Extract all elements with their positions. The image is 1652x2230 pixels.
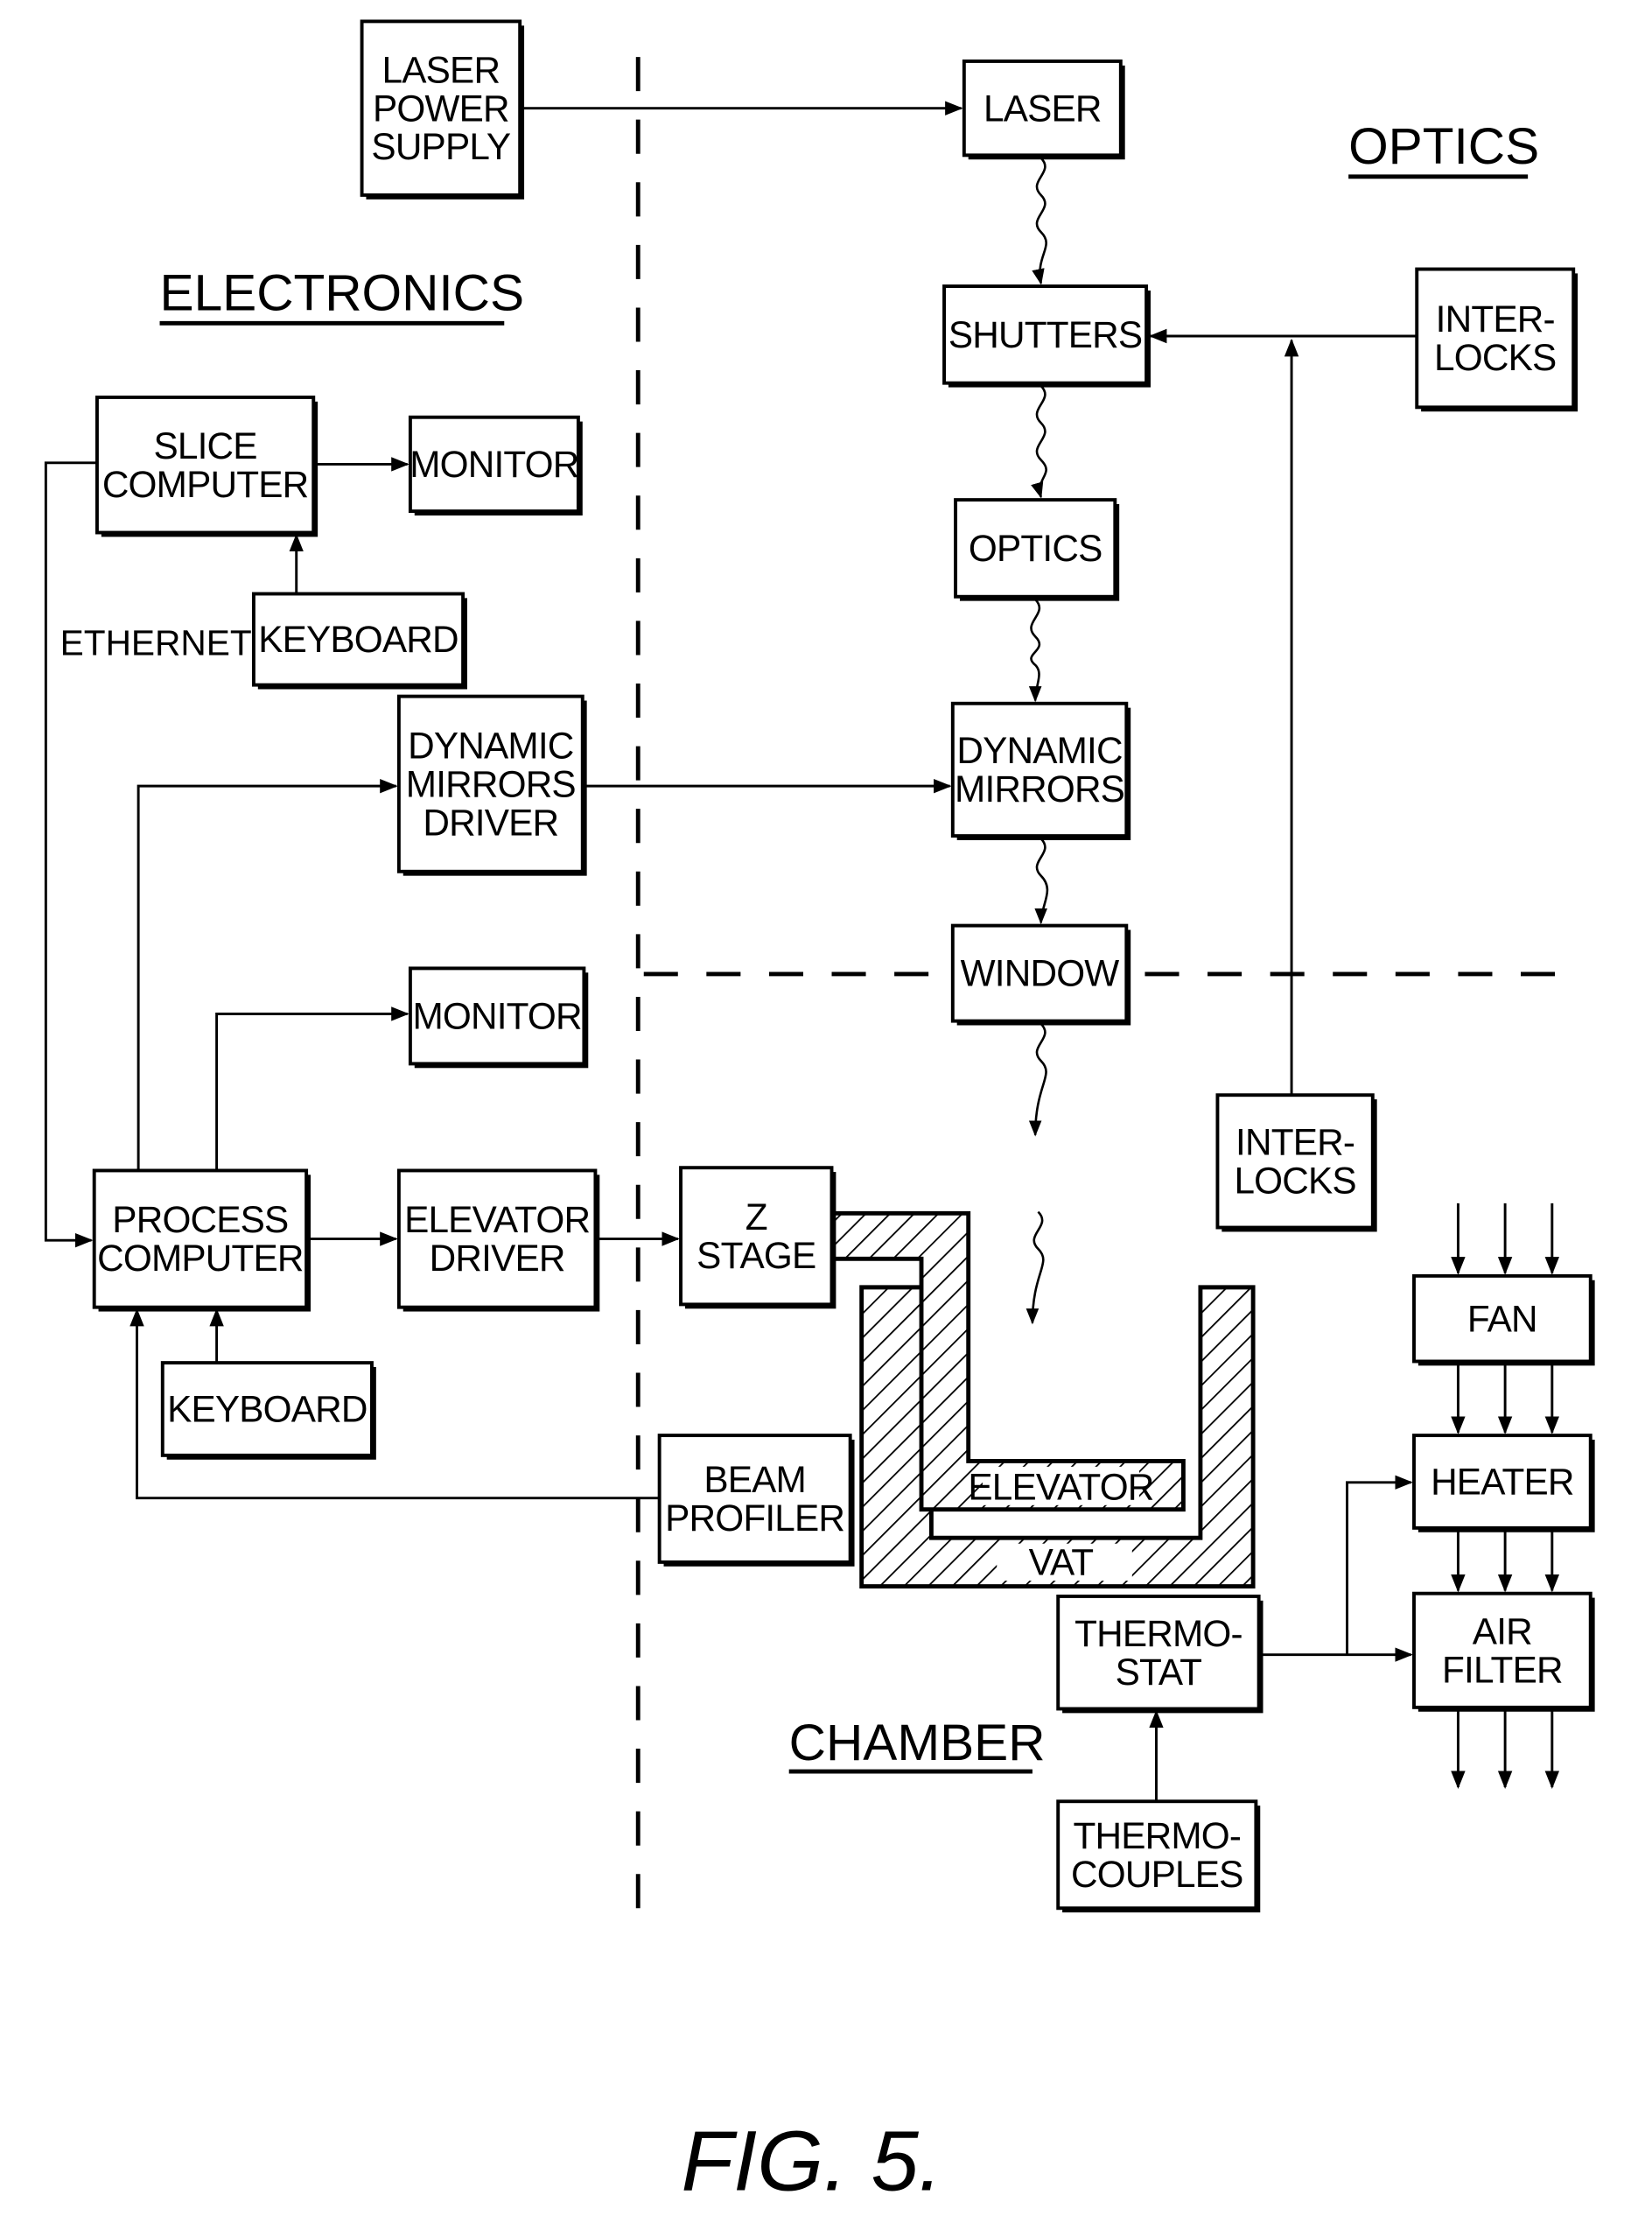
block-label: DRIVER <box>423 802 558 843</box>
block-thermostat: THERMO-STAT <box>1058 1596 1263 1713</box>
beam-optics-to-mirrors <box>1031 600 1039 701</box>
block-label: AIR <box>1473 1610 1532 1651</box>
block-elevator-driver: ELEVATORDRIVER <box>399 1170 599 1311</box>
block-label: Z <box>746 1196 767 1238</box>
block-label: PROCESS <box>112 1199 288 1240</box>
region-title-optics: OPTICS <box>1348 118 1539 177</box>
block-label: KEYBOARD <box>258 619 458 660</box>
block-beam-profiler: BEAMPROFILER <box>660 1435 855 1567</box>
block-process-computer: PROCESSCOMPUTER <box>94 1170 311 1311</box>
airflow-out-of-filter <box>1458 1710 1551 1787</box>
block-label: LASER <box>382 49 500 90</box>
block-monitor-slice: MONITOR <box>410 417 583 515</box>
block-label: DYNAMIC <box>408 725 573 766</box>
svg-text:OPTICS: OPTICS <box>1348 118 1539 175</box>
block-label: SHUTTERS <box>948 314 1142 355</box>
block-interlocks-bottom: INTER-LOCKS <box>1217 1095 1376 1231</box>
ethernet-label: ETHERNET <box>60 622 252 663</box>
block-label: COUPLES <box>1071 1854 1242 1895</box>
svg-text:VAT: VAT <box>1029 1542 1094 1583</box>
block-label: WINDOW <box>961 953 1120 994</box>
svg-text:ELEVATOR: ELEVATOR <box>968 1466 1153 1507</box>
block-label: SUPPLY <box>371 126 510 167</box>
block-label: KEYBOARD <box>167 1389 368 1430</box>
figure-caption: FIG. 5. <box>682 2113 942 2208</box>
airflow-into-fan <box>1458 1203 1551 1273</box>
block-label: DYNAMIC <box>956 730 1122 771</box>
block-label: PROFILER <box>665 1497 844 1539</box>
wire-pc-to-dmd <box>138 786 396 1170</box>
airflow-heater-to-filter <box>1458 1531 1551 1590</box>
block-label: STAGE <box>696 1235 816 1276</box>
block-label: FILTER <box>1442 1649 1563 1690</box>
block-label: FAN <box>1467 1298 1537 1339</box>
block-label: OPTICS <box>969 528 1102 569</box>
region-title-electronics: ELECTRONICS <box>160 265 525 324</box>
block-slice-computer: SLICECOMPUTER <box>97 397 318 536</box>
block-label: MIRRORS <box>955 768 1124 810</box>
block-label: THERMO- <box>1073 1815 1241 1856</box>
airflow-fan-to-heater <box>1458 1364 1551 1433</box>
block-optics: OPTICS <box>956 500 1119 601</box>
block-laser-power-supply: LASERPOWERSUPPLY <box>362 21 524 199</box>
block-label: LOCKS <box>1434 337 1556 378</box>
block-keyboard-slice: KEYBOARD <box>254 593 467 689</box>
block-label: MONITOR <box>413 996 582 1037</box>
block-label: POWER <box>373 88 509 129</box>
block-thermocouples: THERMO-COUPLES <box>1058 1801 1260 1912</box>
beam-window-down <box>1035 1024 1046 1135</box>
beam-shutters-to-optics <box>1037 386 1046 497</box>
block-dynamic-mirrors-driver: DYNAMICMIRRORSDRIVER <box>399 697 587 876</box>
block-label: DRIVER <box>430 1238 565 1279</box>
block-label: MIRRORS <box>406 763 576 804</box>
wire-thermostat-to-heater <box>1348 1483 1411 1655</box>
block-monitor-process: MONITOR <box>410 968 588 1068</box>
block-laser: LASER <box>964 61 1125 159</box>
block-label: STAT <box>1116 1651 1202 1693</box>
block-label: LOCKS <box>1234 1160 1355 1201</box>
region-title-chamber: CHAMBER <box>789 1715 1046 1771</box>
block-heater: HEATER <box>1414 1435 1595 1532</box>
block-label: MONITOR <box>410 444 578 485</box>
block-air-filter: AIRFILTER <box>1414 1594 1595 1712</box>
beam-laser-to-shutters <box>1037 158 1046 284</box>
wire-ethernet <box>46 463 97 1240</box>
beam-into-vat <box>1032 1212 1043 1323</box>
block-interlocks-top: INTER-LOCKS <box>1417 270 1578 412</box>
block-keyboard-process: KEYBOARD <box>163 1363 376 1460</box>
block-label: COMPUTER <box>97 1238 304 1279</box>
block-fan: FAN <box>1414 1276 1595 1366</box>
block-label: BEAM <box>704 1459 806 1500</box>
block-dynamic-mirrors: DYNAMICMIRRORS <box>953 704 1130 840</box>
block-label: HEATER <box>1431 1462 1574 1503</box>
block-label: SLICE <box>154 425 257 466</box>
block-label: INTER- <box>1436 298 1555 340</box>
block-label: COMPUTER <box>102 464 309 505</box>
block-shutters: SHUTTERS <box>944 286 1151 388</box>
block-label: INTER- <box>1236 1122 1354 1163</box>
svg-text:CHAMBER: CHAMBER <box>789 1715 1046 1771</box>
block-label: ELEVATOR <box>404 1199 590 1240</box>
block-window: WINDOW <box>953 926 1130 1026</box>
svg-text:ELECTRONICS: ELECTRONICS <box>160 265 525 322</box>
block-z-stage: ZSTAGE <box>681 1168 836 1308</box>
wire-pc-to-monitor <box>217 1013 408 1170</box>
block-label: THERMO- <box>1074 1613 1242 1654</box>
beam-mirrors-to-window <box>1037 838 1047 922</box>
block-label: LASER <box>984 88 1102 129</box>
